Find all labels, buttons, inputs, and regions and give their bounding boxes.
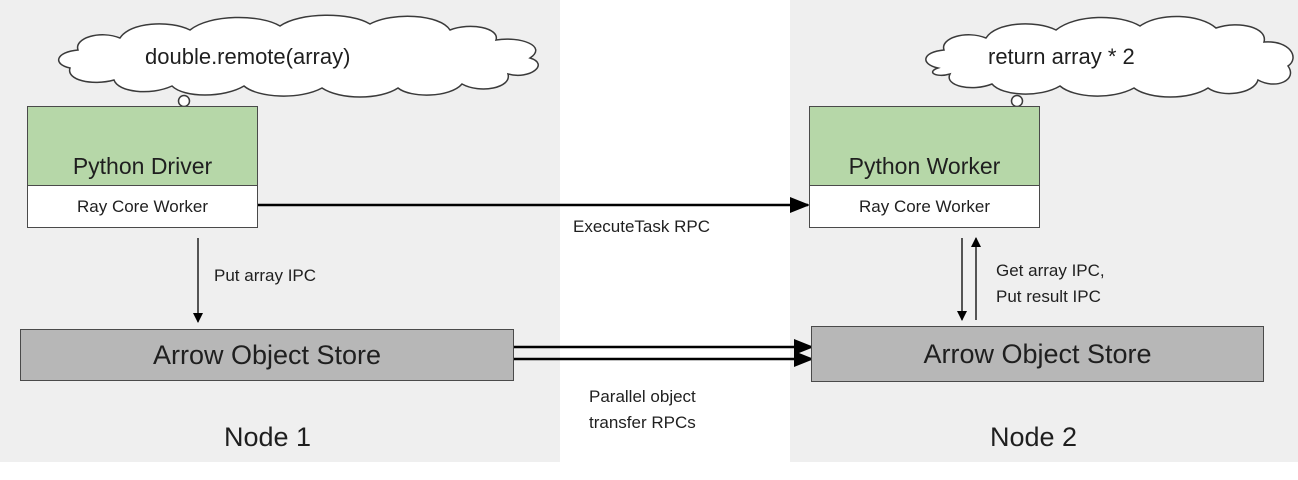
parallel-transfer-label-line1: Parallel object — [589, 387, 696, 406]
python-worker-label: Python Worker — [848, 152, 1001, 179]
execute-task-label: ExecuteTask RPC — [573, 217, 710, 236]
ray-core-worker-label-node1: Ray Core Worker — [77, 196, 208, 216]
thought-text-node1: double.remote(array) — [145, 44, 351, 69]
thought-text-node2: return array * 2 — [988, 44, 1135, 69]
put-result-ipc-label: Put result IPC — [996, 287, 1101, 306]
arrow-object-store-node2: Arrow Object Store — [811, 326, 1264, 382]
node1-label: Node 1 — [224, 422, 312, 452]
ray-core-worker-label-node2: Ray Core Worker — [859, 196, 990, 216]
python-worker-box: Python Worker — [809, 106, 1040, 186]
node2-label: Node 2 — [990, 422, 1078, 452]
ray-core-worker-box-node1: Ray Core Worker — [27, 185, 258, 228]
arrow-object-store-label-node2: Arrow Object Store — [923, 338, 1152, 369]
ray-core-worker-box-node2: Ray Core Worker — [809, 185, 1040, 228]
python-driver-label: Python Driver — [72, 152, 213, 179]
parallel-transfer-label-line2: transfer RPCs — [589, 413, 696, 432]
arrow-object-store-label-node1: Arrow Object Store — [152, 339, 382, 370]
python-driver-box: Python Driver — [27, 106, 258, 186]
put-array-ipc-label: Put array IPC — [214, 266, 317, 285]
arrow-object-store-node1: Arrow Object Store — [20, 329, 514, 381]
get-array-ipc-label: Get array IPC, — [996, 261, 1105, 280]
